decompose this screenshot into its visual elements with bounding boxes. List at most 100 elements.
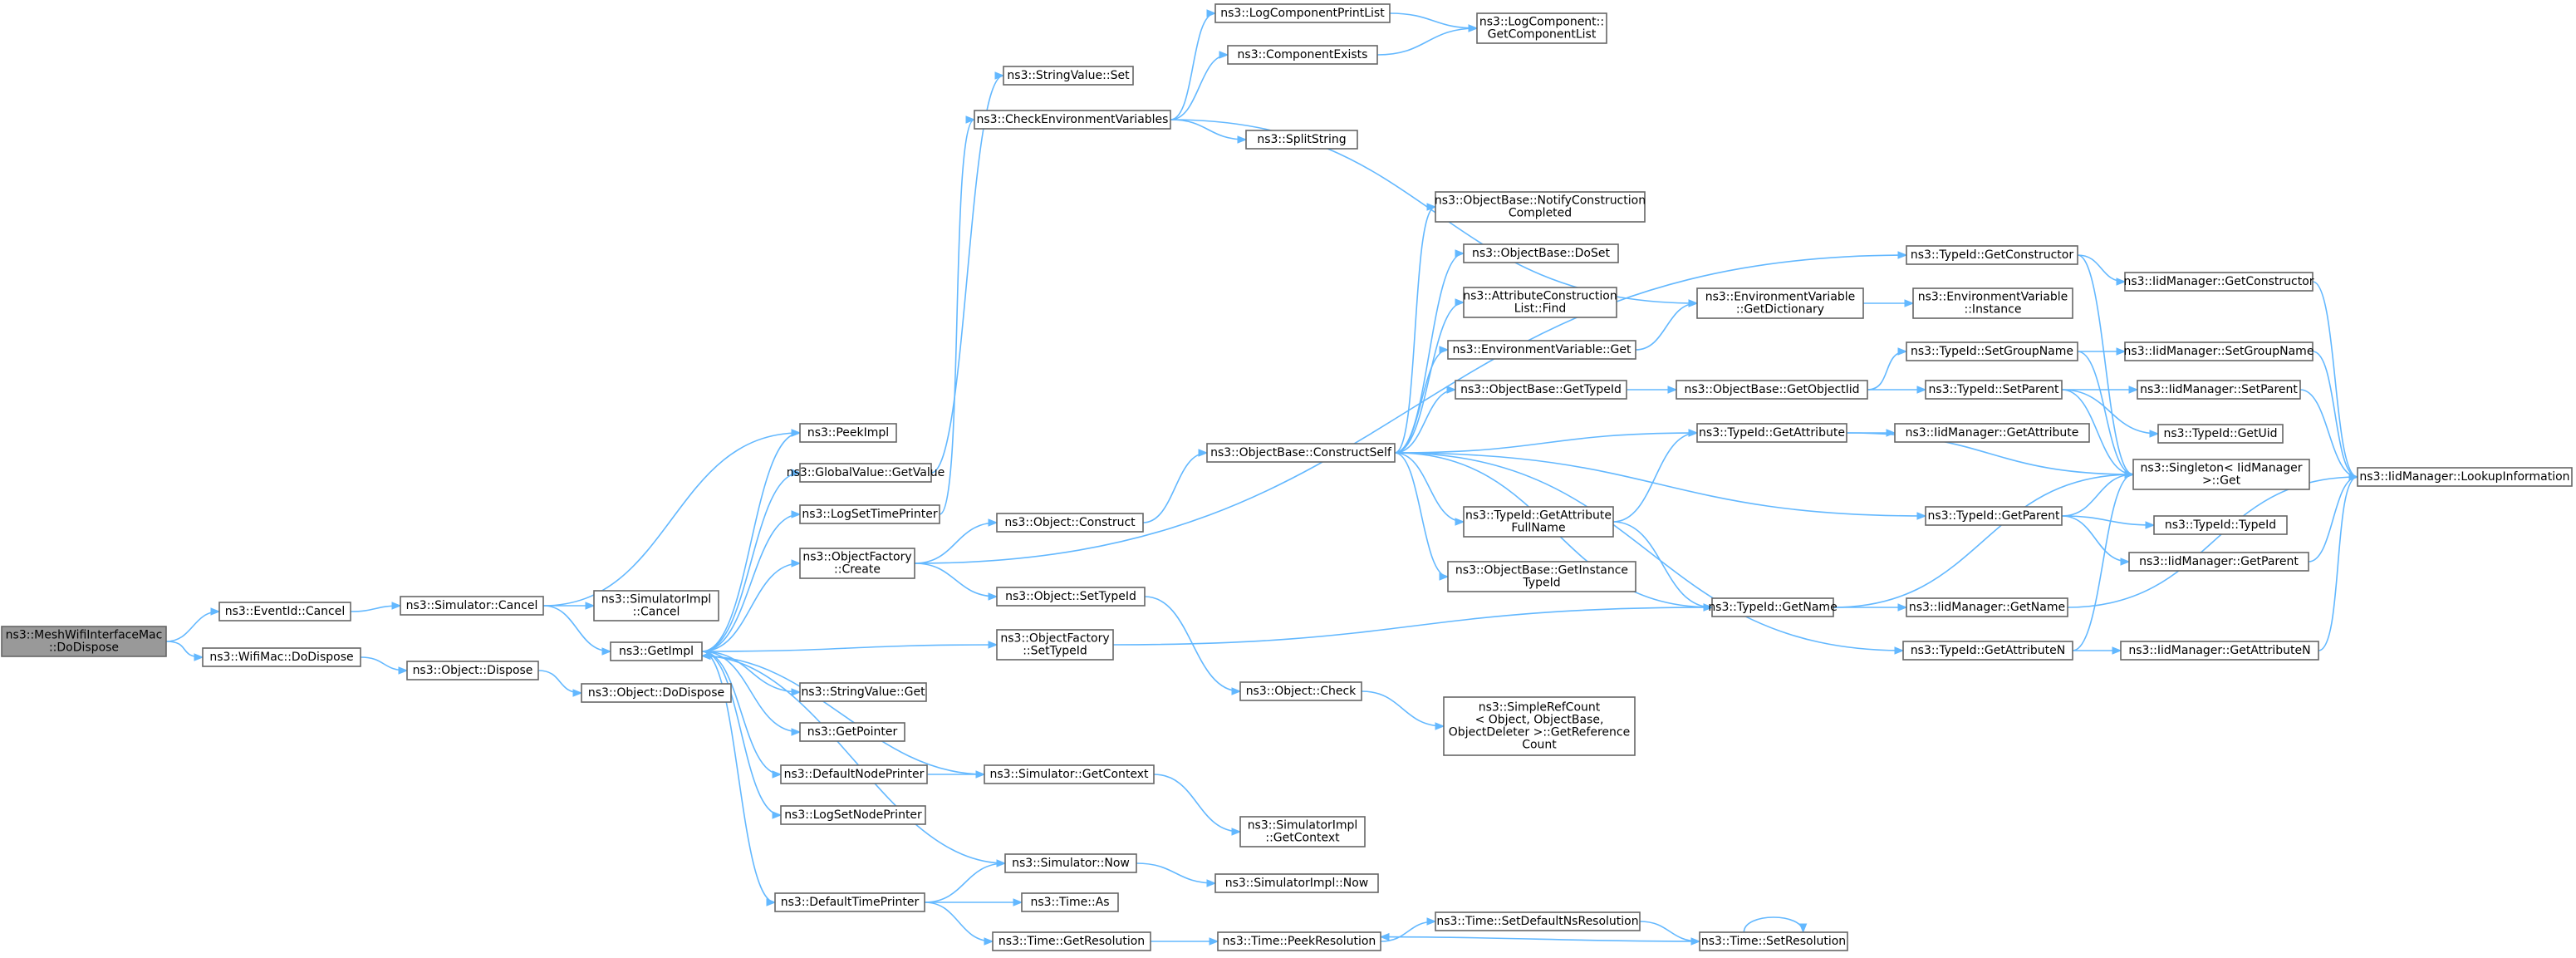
function-node-box — [2357, 467, 2573, 487]
function-node-label: Completed — [1509, 207, 1572, 220]
function-node-label: ns3::IidManager::GetName — [1909, 601, 2065, 614]
function-node-label: ns3::PeekImpl — [807, 426, 889, 440]
call-edge — [165, 607, 221, 642]
function-node[interactable]: ns3::Simulator::Now — [1004, 853, 1137, 873]
function-node[interactable]: ns3::StringValue::Set — [1003, 66, 1134, 86]
call-edge — [1743, 916, 1808, 934]
function-node[interactable]: ns3::IidManager::GetConstructor — [2123, 272, 2314, 292]
function-node[interactable]: ns3::Simulator::GetContext — [984, 764, 1155, 784]
function-node[interactable]: ns3::TypeId::GetParent — [1925, 506, 2063, 526]
function-node[interactable]: ns3::IidManager::GetName — [1906, 597, 2068, 617]
call-edge — [1112, 603, 1714, 646]
function-node[interactable]: ns3::TypeId::GetAttribute — [1696, 423, 1847, 443]
function-node[interactable]: ns3::ObjectBase::DoSet — [1463, 243, 1619, 263]
call-edge-line — [701, 472, 801, 652]
function-node[interactable]: ns3::ObjectFactory::Create — [799, 548, 915, 579]
function-node-label: ns3::Time::As — [1030, 896, 1109, 909]
function-node[interactable]: ns3::TypeId::GetConstructor — [1906, 245, 2078, 265]
call-edge — [1394, 452, 1450, 581]
function-node[interactable]: ns3::LogComponent::GetComponentList — [1476, 12, 1607, 44]
function-node[interactable]: ns3::EnvironmentVariable::Get — [1447, 340, 1636, 360]
function-node[interactable]: ns3::Time::PeekResolution — [1217, 931, 1381, 951]
function-node[interactable]: ns3::EnvironmentVariable::GetDictionary — [1696, 287, 1864, 319]
function-node[interactable]: ns3::TypeId::TypeId — [2153, 515, 2288, 535]
call-edge — [1833, 603, 1908, 612]
function-node-box — [2124, 341, 2313, 361]
function-node-label: ns3::DefaultNodePrinter — [784, 768, 925, 781]
call-edge-line — [1170, 119, 1247, 140]
call-edge — [930, 71, 1005, 474]
function-node[interactable]: ns3::Time::GetResolution — [992, 931, 1151, 951]
function-node[interactable]: ns3::StringValue::Get — [799, 682, 927, 702]
function-node[interactable]: ns3::Object::SetTypeId — [996, 587, 1146, 607]
function-node[interactable]: ns3::EventId::Cancel — [218, 602, 351, 621]
call-edge — [1170, 51, 1229, 120]
function-node[interactable]: ns3::Object::Construct — [996, 513, 1144, 533]
function-node[interactable]: ns3::IidManager::GetParent — [2128, 552, 2309, 572]
call-edge-line — [2061, 389, 2159, 435]
function-node[interactable]: ns3::ObjectBase::ConstructSelf — [1206, 443, 1396, 463]
function-node-label: ns3::Time::SetResolution — [1701, 935, 1846, 948]
function-node[interactable]: ns3::LogSetNodePrinter — [780, 805, 926, 825]
function-node[interactable]: ns3::GetPointer — [799, 722, 905, 742]
function-node[interactable]: ns3::Singleton< IidManager>::Get — [2132, 459, 2310, 490]
function-node-label: ns3::WifiMac::DoDispose — [209, 651, 353, 664]
function-node[interactable]: ns3::TypeId::SetGroupName — [1906, 341, 2078, 361]
function-node[interactable]: ns3::LogComponentPrintList — [1214, 3, 1391, 23]
function-node[interactable]: ns3::DefaultTimePrinter — [774, 892, 925, 912]
function-node[interactable]: ns3::IidManager::SetGroupName — [2124, 341, 2314, 361]
function-node[interactable]: ns3::ObjectBase::NotifyConstructionCompl… — [1435, 191, 1646, 223]
function-node[interactable]: ns3::SimulatorImpl::Now — [1214, 873, 1379, 893]
function-node[interactable]: ns3::SimulatorImpl::GetContext — [1239, 816, 1366, 847]
function-node[interactable]: ns3::ObjectBase::GetObjectIid — [1676, 380, 1868, 400]
function-node[interactable]: ns3::SimulatorImpl::Cancel — [593, 590, 719, 621]
function-node-box — [1004, 853, 1137, 873]
function-node[interactable]: ns3::ComponentExists — [1227, 45, 1378, 65]
call-edge-arrow — [1455, 298, 1465, 307]
function-node[interactable]: ns3::Object::Check — [1239, 681, 1362, 701]
function-node[interactable]: ns3::IidManager::LookupInformation — [2357, 467, 2573, 487]
function-node[interactable]: ns3::Time::As — [1021, 892, 1119, 912]
function-node[interactable]: ns3::Time::SetDefaultNsResolution — [1435, 911, 1641, 931]
function-node[interactable]: ns3::GlobalValue::GetValue — [787, 463, 945, 483]
function-node[interactable]: ns3::WifiMac::DoDispose — [202, 647, 361, 667]
function-node[interactable]: ns3::TypeId::SetParent — [1925, 380, 2063, 400]
call-edge-line — [2077, 351, 2134, 475]
function-node-box — [1245, 130, 1358, 150]
function-node[interactable]: ns3::PeekImpl — [799, 423, 897, 443]
function-node[interactable]: ns3::GetImpl — [610, 641, 703, 661]
function-node[interactable]: ns3::IidManager::SetParent — [2137, 380, 2301, 400]
function-node[interactable]: ns3::Object::DoDispose — [581, 683, 732, 703]
function-node[interactable]: ns3::SimpleRefCount< Object, ObjectBase,… — [1443, 696, 1636, 756]
function-node[interactable]: ns3::Time::SetResolution — [1699, 931, 1848, 951]
function-node[interactable]: ns3::TypeId::GetAttributeN — [1902, 641, 2073, 661]
function-node-label: ns3::Time::SetDefaultNsResolution — [1436, 915, 1638, 928]
function-node[interactable]: ns3::ObjectBase::GetTypeId — [1455, 380, 1627, 400]
function-node[interactable]: ns3::EnvironmentVariable::Instance — [1912, 287, 2073, 319]
function-node[interactable]: ns3::Object::Dispose — [406, 661, 539, 680]
function-node[interactable]: ns3::CheckEnvironmentVariables — [974, 110, 1171, 130]
function-node-box — [1906, 245, 2078, 265]
function-node[interactable]: ns3::LogSetTimePrinter — [799, 504, 940, 524]
function-node[interactable]: ns3::TypeId::GetUid — [2157, 424, 2284, 444]
function-node[interactable]: ns3::TypeId::GetName — [1708, 597, 1838, 617]
function-node[interactable]: ns3::Simulator::Cancel — [400, 596, 544, 616]
function-node-label: >::Get — [2202, 474, 2241, 488]
function-node[interactable]: ns3::IidManager::GetAttribute — [1894, 423, 2090, 443]
function-node[interactable]: ns3::DefaultNodePrinter — [780, 764, 928, 784]
function-node[interactable]: ns3::IidManager::GetAttributeN — [2120, 641, 2319, 661]
function-node-box — [1214, 873, 1379, 893]
call-edge-line — [914, 254, 1907, 564]
call-edge-arrow — [1439, 346, 1450, 354]
function-node-label: ::GetDictionary — [1736, 303, 1824, 317]
function-node[interactable]: ns3::ObjectFactory::SetTypeId — [996, 629, 1114, 661]
call-edge — [2061, 515, 2131, 566]
call-edge — [2077, 351, 2135, 479]
function-node[interactable]: ns3::SplitString — [1245, 130, 1358, 150]
call-edge-arrow — [1426, 203, 1437, 211]
root-function-node[interactable]: ns3::MeshWifiInterfaceMac::DoDispose — [1, 626, 167, 657]
call-edge-line — [701, 651, 776, 903]
